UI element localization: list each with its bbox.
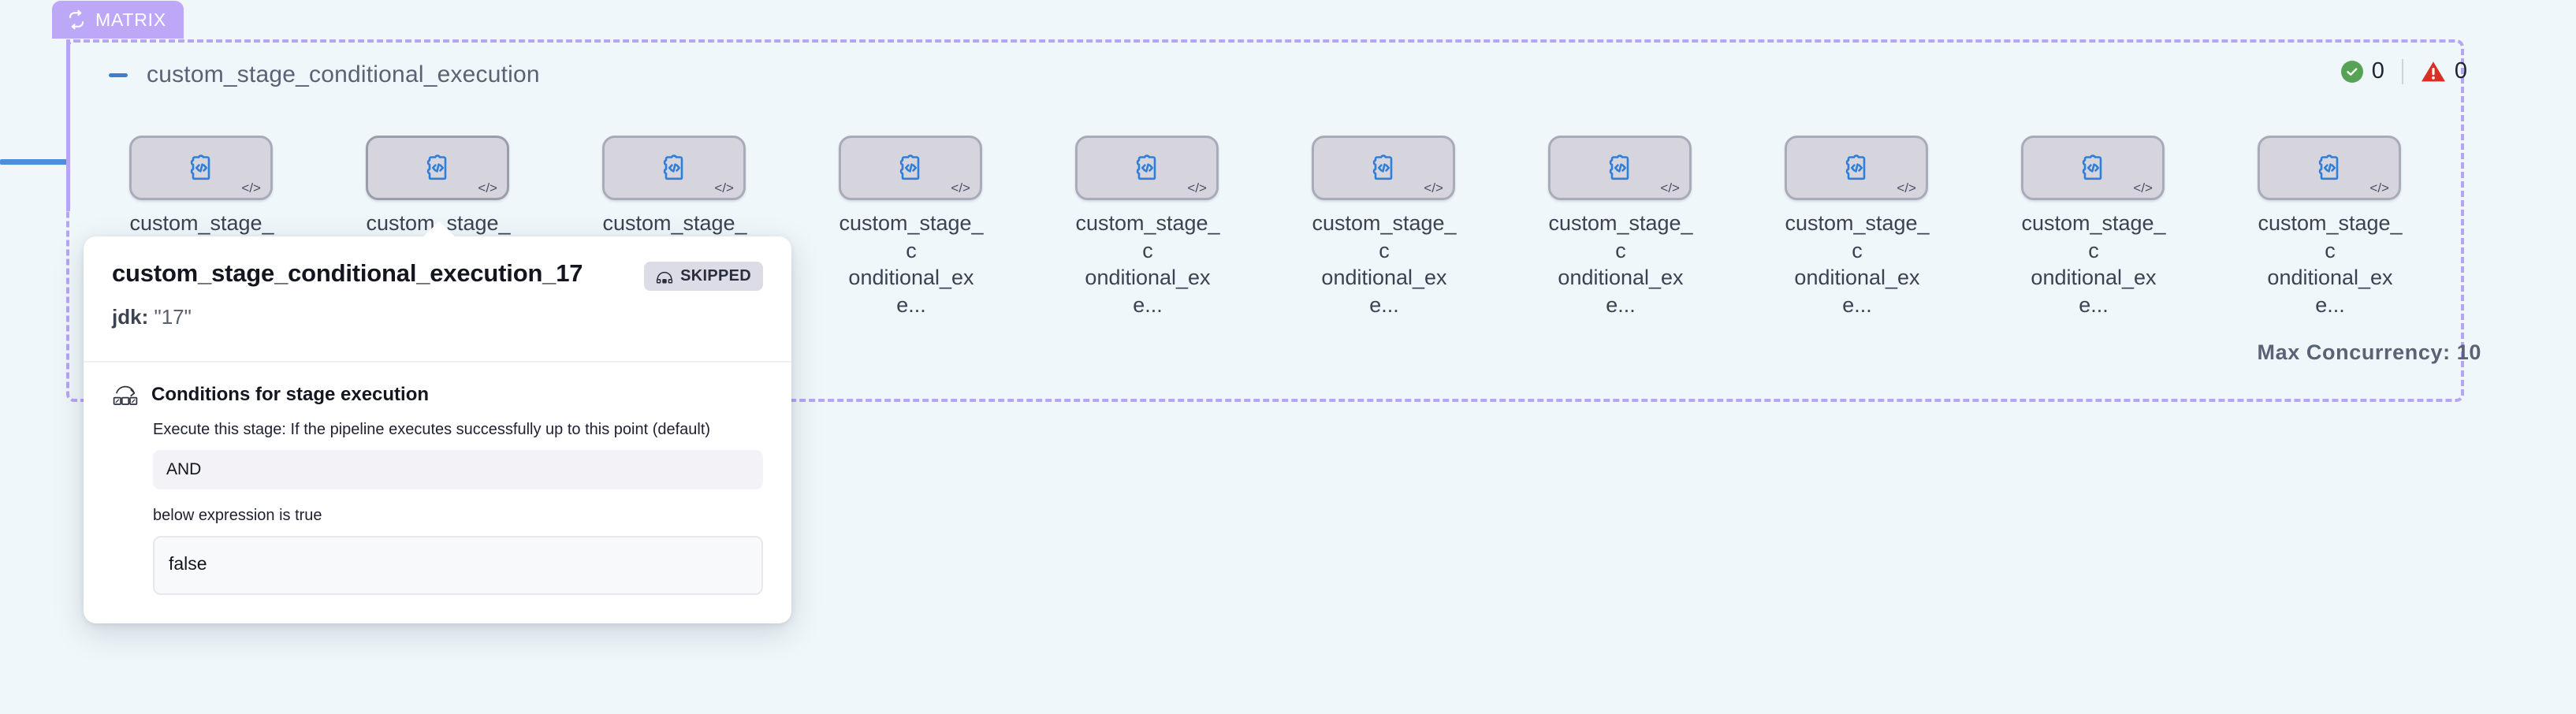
popover-header: custom_stage_conditional_execution_17 SK… [84, 236, 791, 363]
collapse-toggle-button[interactable] [107, 64, 129, 86]
conditions-section-title: Conditions for stage execution [151, 384, 430, 405]
conditions-section-header: Conditions for stage execution [112, 383, 763, 407]
custom-stage-plugin-icon [1365, 150, 1402, 186]
custom-stage-plugin-icon [2075, 150, 2111, 186]
stage-node-button[interactable]: </> [839, 136, 982, 200]
matrix-tab[interactable]: MATRIX [52, 1, 184, 39]
expression-value-box: false [153, 536, 763, 595]
loop-icon [66, 9, 87, 30]
conditions-description: Execute this stage: If the pipeline exec… [153, 421, 711, 438]
status-badge: SKIPPED [644, 262, 763, 291]
stage-node-button[interactable]: </> [1312, 136, 1455, 200]
parameter-key: jdk: [112, 305, 149, 329]
custom-stage-plugin-icon [419, 150, 456, 186]
skipped-icon [656, 270, 673, 284]
code-badge-icon: </> [1424, 180, 1443, 195]
stage-node-button[interactable]: </> [1075, 136, 1219, 200]
popover-body: Conditions for stage execution Execute t… [84, 363, 791, 623]
stage-node-button[interactable]: </> [1548, 136, 1692, 200]
status-badge-label: SKIPPED [680, 267, 751, 284]
stage-node-1: </>custom_stage_conditional_exe... [129, 136, 274, 317]
custom-stage-plugin-icon [2311, 150, 2347, 186]
custom-stage-plugin-icon [656, 150, 692, 186]
group-header: custom_stage_conditional_execution [107, 61, 540, 88]
conditions-icon [112, 383, 139, 407]
stage-node-3: </>custom_stage_conditional_exe... [602, 136, 747, 317]
stage-node-2: </>custom_stage_conditional_exe... [366, 136, 511, 317]
custom-stage-plugin-icon [892, 150, 929, 186]
stage-node-button[interactable]: </> [1785, 136, 1928, 200]
status-counters: 0 0 [2340, 58, 2467, 84]
group-title: custom_stage_conditional_execution [147, 61, 540, 87]
custom-stage-plugin-icon [1129, 150, 1165, 186]
matrix-group-container [66, 39, 2464, 402]
code-badge-icon: </> [241, 180, 261, 195]
custom-stage-plugin-icon [1602, 150, 1638, 186]
warning-counter[interactable]: 0 [2421, 58, 2467, 84]
warning-count: 0 [2454, 58, 2467, 84]
code-badge-icon: </> [951, 180, 970, 195]
success-count: 0 [2371, 58, 2384, 84]
code-badge-icon: </> [714, 180, 734, 195]
matrix-tab-label: MATRIX [95, 9, 166, 30]
stage-node-button[interactable]: </> [602, 136, 746, 200]
parameter-value: "17" [154, 305, 192, 329]
max-concurrency-label: Max Concurrency: 10 [2257, 340, 2481, 364]
counter-divider [2401, 58, 2403, 84]
stage-node-button[interactable]: </> [2258, 136, 2401, 200]
incoming-edge-connector [0, 159, 69, 165]
stage-node-button[interactable]: </> [366, 136, 509, 200]
operator-field: AND [153, 450, 763, 489]
stage-node-button[interactable]: </> [129, 136, 273, 200]
code-badge-icon: </> [2133, 180, 2153, 195]
code-badge-icon: </> [2369, 180, 2389, 195]
popover-parameter: jdk: "17" [112, 305, 763, 329]
code-badge-icon: </> [1187, 180, 1207, 195]
popover-arrow [423, 221, 456, 237]
stage-node-button[interactable]: </> [2021, 136, 2165, 200]
custom-stage-plugin-icon [1838, 150, 1874, 186]
stage-detail-popover: custom_stage_conditional_execution_17 SK… [84, 221, 791, 623]
popover-title: custom_stage_conditional_execution_17 [112, 259, 583, 287]
check-circle-icon [2340, 60, 2363, 83]
code-badge-icon: </> [1897, 180, 1916, 195]
custom-stage-plugin-icon [183, 150, 219, 186]
warning-triangle-icon [2421, 60, 2446, 84]
code-badge-icon: </> [478, 180, 497, 195]
success-counter[interactable]: 0 [2340, 58, 2384, 84]
expression-label: below expression is true [153, 507, 322, 524]
minus-icon [109, 73, 128, 77]
code-badge-icon: </> [1660, 180, 1680, 195]
